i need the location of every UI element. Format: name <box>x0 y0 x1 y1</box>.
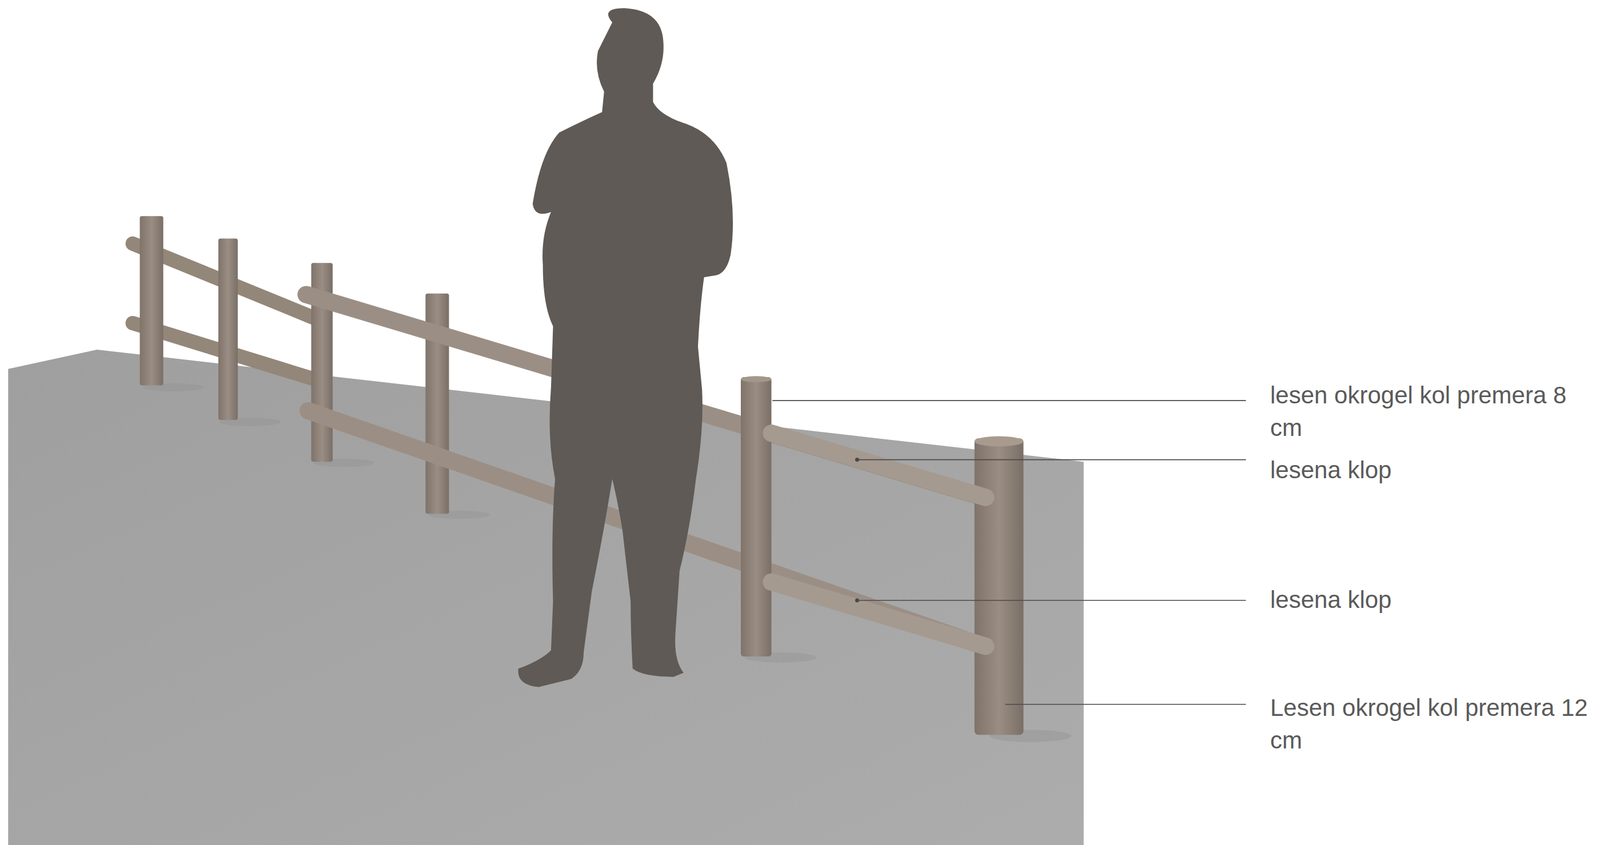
leader-dots <box>855 457 860 603</box>
callout-label: lesena klop <box>1270 453 1591 487</box>
callout-label: Lesen okrogel kol premera 12 cm <box>1270 691 1591 757</box>
post-12cm <box>974 438 1024 736</box>
post-8cm <box>740 377 772 657</box>
posts-front <box>740 376 1024 736</box>
callout-label: lesen okrogel kol premera 8 cm <box>1270 378 1591 445</box>
rail-ends <box>771 433 987 647</box>
ground-plane <box>8 349 1084 845</box>
callout-label: lesena klop <box>1270 583 1591 617</box>
posts-back <box>140 216 450 514</box>
leader-lines <box>772 400 1246 705</box>
person-silhouette <box>518 8 734 688</box>
